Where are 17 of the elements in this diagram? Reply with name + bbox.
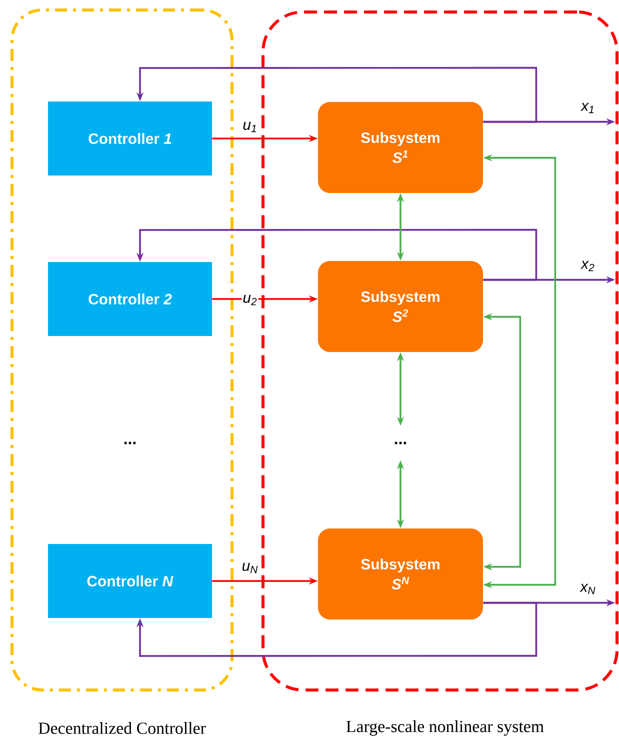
subsystem-box: Subsystem S$^{1}$ <box>318 102 483 193</box>
subsystem-box: Subsystem S$^{N}$ <box>318 528 483 620</box>
controller-box: Controller 1 <box>48 102 212 176</box>
edge-label: u$_{2}$ <box>242 294 258 306</box>
group-caption: Decentralized Controller <box>38 722 206 734</box>
controller-box: Controller N <box>48 544 212 618</box>
edge-label: u$_{N}$ <box>240 562 260 574</box>
controller-box: Controller 2 <box>48 262 212 336</box>
arrow <box>136 602 538 657</box>
subsystem-box: Subsystem S$^{2}$ <box>318 261 483 352</box>
ellipsis: ... <box>394 442 406 444</box>
edge-label: x$_{2}$ <box>580 260 596 272</box>
edge-label: x$_{1}$ <box>580 102 596 114</box>
ellipsis: ... <box>124 442 136 444</box>
group-caption: Large-scale nonlinear system <box>346 720 544 736</box>
edge-label: u$_{1}$ <box>242 120 258 134</box>
edge-label: x$_{N}$ <box>579 582 597 596</box>
